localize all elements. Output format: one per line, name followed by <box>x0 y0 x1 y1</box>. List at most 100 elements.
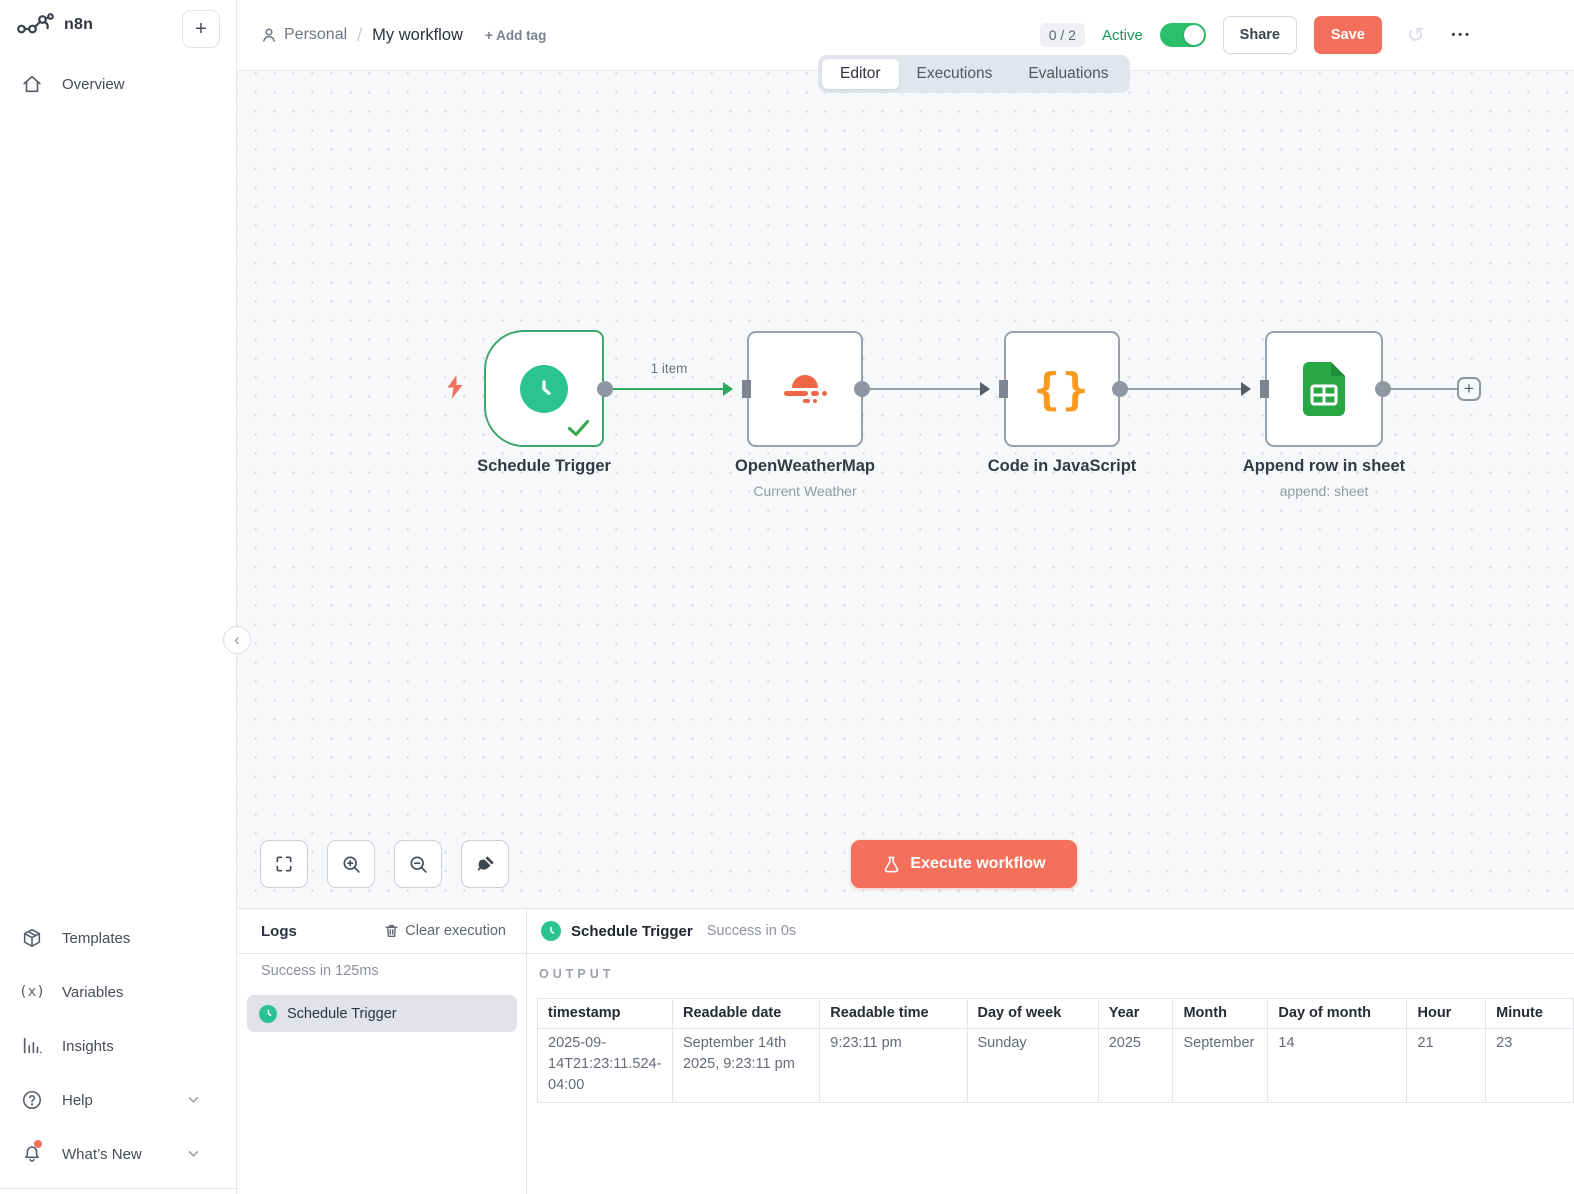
connection-code-to-sheet <box>1120 388 1250 390</box>
tidy-up-button[interactable] <box>461 840 509 888</box>
n8n-logo[interactable]: n8n <box>16 12 93 38</box>
variables-icon: (x) <box>18 984 46 1000</box>
sidebar-item-help[interactable]: Help <box>0 1080 237 1120</box>
node-openweathermap[interactable] <box>747 331 863 447</box>
history-icon[interactable]: ↺ <box>1406 23 1425 47</box>
success-check-icon <box>567 419 590 437</box>
sidebar-item-variables[interactable]: (x) Variables <box>0 972 237 1012</box>
breadcrumb-project[interactable]: Personal <box>261 26 347 44</box>
cell-hour: 21 <box>1406 1028 1487 1104</box>
help-icon <box>20 1089 44 1111</box>
trash-icon <box>385 924 398 938</box>
connection-schedule-to-weather <box>605 388 732 390</box>
column-header: Month <box>1172 997 1269 1030</box>
sheets-icon <box>1303 362 1345 416</box>
cell-year: 2025 <box>1097 1028 1174 1104</box>
package-icon <box>20 927 44 949</box>
brand-name: n8n <box>64 16 94 33</box>
issues-counter-badge[interactable]: 0 / 2 <box>1039 23 1085 47</box>
output-table-row: 2025-09-14T21:23:11.524-04:00 September … <box>537 1028 1574 1104</box>
node-title: Append row in sheet <box>1242 457 1406 475</box>
fit-view-icon <box>276 856 292 872</box>
cell-minute: 23 <box>1485 1028 1574 1104</box>
input-port[interactable] <box>999 380 1008 398</box>
share-button[interactable]: Share <box>1222 16 1297 54</box>
run-summary: Success in 125ms <box>261 963 379 979</box>
node-title: OpenWeatherMap <box>735 457 875 475</box>
workflow-canvas[interactable]: ‹ 1 item Schedule Trigger <box>223 71 1574 908</box>
connection-sheet-to-add <box>1383 388 1457 390</box>
output-port[interactable] <box>1375 381 1391 397</box>
sidebar-item-label: Overview <box>62 75 125 93</box>
clear-execution-button[interactable]: Clear execution <box>384 923 506 939</box>
add-node-button[interactable]: + <box>1457 377 1481 401</box>
zoom-in-icon <box>342 855 360 873</box>
logs-title: Logs <box>261 922 297 940</box>
clock-icon <box>259 1004 277 1023</box>
cell-day-of-month: 14 <box>1267 1028 1408 1104</box>
add-tag-button[interactable]: + Add tag <box>484 27 547 43</box>
sidebar-footer-divider <box>0 1188 236 1189</box>
sidebar-item-label: Templates <box>62 929 131 947</box>
column-header: Day of month <box>1267 997 1408 1030</box>
logs-panel: Logs Clear execution Success in 125ms Sc… <box>237 908 1574 1194</box>
more-menu-icon[interactable]: ••• <box>1451 29 1472 41</box>
sidebar-item-templates[interactable]: Templates <box>0 918 237 958</box>
zoom-to-fit-button[interactable] <box>260 840 308 888</box>
node-schedule-trigger[interactable] <box>484 330 604 447</box>
node-title: Code in JavaScript <box>987 457 1137 475</box>
tab-executions[interactable]: Executions <box>916 65 993 82</box>
node-append-row-in-sheet[interactable] <box>1265 331 1383 447</box>
sidebar-item-label: Variables <box>62 983 124 1001</box>
new-workflow-button[interactable]: + <box>182 10 220 48</box>
connection-items-label: 1 item <box>650 361 688 376</box>
sidebar-item-label: What’s New <box>62 1145 142 1163</box>
zoom-out-icon <box>409 855 427 873</box>
cell-day-of-week: Sunday <box>966 1028 1099 1104</box>
flask-icon <box>885 856 899 872</box>
connection-weather-to-code <box>862 388 989 390</box>
home-icon <box>20 73 44 95</box>
n8n-logo-icon <box>17 13 54 34</box>
input-port[interactable] <box>742 380 751 398</box>
connection-arrowhead <box>1241 382 1251 396</box>
node-subtitle: Current Weather <box>753 483 857 499</box>
node-title: Schedule Trigger <box>477 457 611 475</box>
sidebar-item-overview[interactable]: Overview <box>0 64 237 104</box>
output-port[interactable] <box>854 381 870 397</box>
column-header: Minute <box>1485 997 1574 1030</box>
user-icon <box>263 28 275 42</box>
tab-evaluations[interactable]: Evaluations <box>1028 65 1109 82</box>
connection-arrowhead <box>723 382 733 396</box>
save-button[interactable]: Save <box>1313 16 1382 54</box>
output-port[interactable] <box>597 381 613 397</box>
trigger-zap-icon <box>445 374 465 400</box>
node-subtitle: append: sheet <box>1279 483 1369 499</box>
column-header: Readable time <box>819 997 968 1030</box>
sidebar-item-insights[interactable]: Insights <box>0 1026 237 1066</box>
clock-icon <box>541 921 561 941</box>
breadcrumb: Personal / My workflow + Add tag <box>261 25 546 46</box>
output-section-label: OUTPUT <box>539 967 615 981</box>
zoom-out-button[interactable] <box>394 840 442 888</box>
sidebar-collapse-button[interactable]: ‹ <box>223 626 251 654</box>
execute-workflow-label: Execute workflow <box>910 855 1046 872</box>
zoom-in-button[interactable] <box>327 840 375 888</box>
output-port[interactable] <box>1112 381 1128 397</box>
active-label: Active <box>1101 26 1143 44</box>
detail-node-title: Schedule Trigger <box>571 922 693 940</box>
tab-editor[interactable]: Editor <box>822 59 899 89</box>
input-port[interactable] <box>1260 380 1269 398</box>
workflow-name[interactable]: My workflow <box>372 25 463 44</box>
bar-chart-icon <box>20 1035 44 1057</box>
chevron-down-icon <box>188 1150 199 1158</box>
sidebar-item-whats-new[interactable]: What’s New <box>0 1134 237 1174</box>
execute-workflow-button[interactable]: Execute workflow <box>851 840 1077 888</box>
log-item-schedule-trigger[interactable]: Schedule Trigger <box>247 995 517 1032</box>
output-table-header-row: timestamp Readable date Readable time Da… <box>537 997 1574 1030</box>
cell-month: September <box>1172 1028 1269 1104</box>
broom-icon <box>477 855 494 871</box>
node-code-in-javascript[interactable]: {} <box>1004 331 1120 447</box>
active-toggle[interactable] <box>1159 23 1206 47</box>
